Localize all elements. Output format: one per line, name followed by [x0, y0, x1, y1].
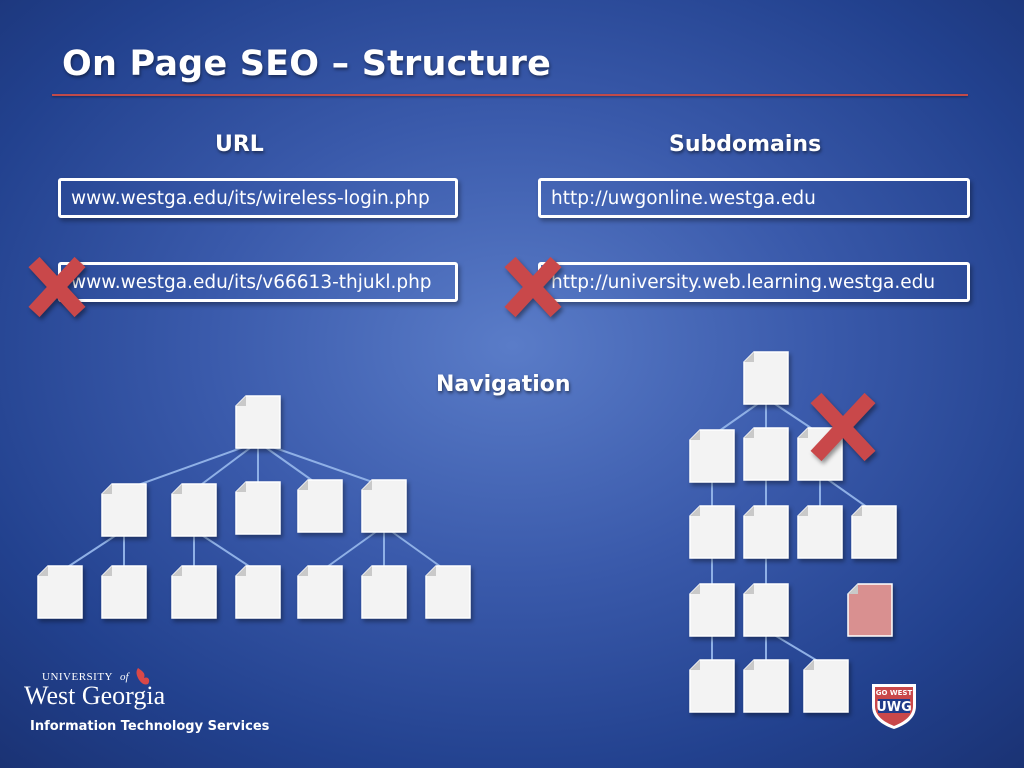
- tree-connector: [193, 441, 259, 491]
- tree-connector: [257, 441, 385, 487]
- page-icon: [361, 479, 407, 533]
- page-icon: [689, 659, 735, 713]
- page-icon: [171, 483, 217, 537]
- page-icon: [743, 659, 789, 713]
- navigation-heading: Navigation: [436, 372, 571, 397]
- uwg-shield-icon: GO WEST UWG: [872, 684, 916, 729]
- page-icon: [803, 659, 849, 713]
- tree-connector: [123, 441, 259, 491]
- page-icon: [743, 583, 789, 637]
- page-icon: [235, 565, 281, 619]
- logo-of-text: of: [120, 671, 131, 683]
- university-logo: UNIVERSITY of West Georgia: [24, 668, 166, 710]
- page-icon: [297, 479, 343, 533]
- url-wrong-x-icon: [28, 256, 86, 318]
- flame-icon: [136, 668, 150, 685]
- title-divider: [52, 94, 968, 96]
- page-icon: [361, 565, 407, 619]
- page-icon: [743, 427, 789, 481]
- page-icon: [689, 583, 735, 637]
- subdomain-good-example: http://uwgonline.westga.edu: [538, 178, 970, 218]
- tree-connector: [319, 525, 385, 573]
- subdomain-wrong-x-icon: [504, 256, 562, 318]
- tree-connector: [193, 529, 259, 573]
- page-icon: [689, 429, 735, 483]
- subdomains-heading: Subdomains: [669, 132, 822, 157]
- tree-connector: [257, 441, 321, 487]
- page-icon: [797, 505, 843, 559]
- page-icon: [235, 395, 281, 449]
- page-icon: [235, 481, 281, 535]
- page-icon: [851, 505, 897, 559]
- page-icon: [689, 505, 735, 559]
- page-icon: [743, 505, 789, 559]
- badge-go-west-text: GO WEST: [876, 689, 913, 697]
- page-icon: [297, 565, 343, 619]
- slide-title: On Page SEO – Structure: [62, 44, 552, 84]
- page-icon: [101, 565, 147, 619]
- page-icon: [171, 565, 217, 619]
- url-good-example: www.westga.edu/its/wireless-login.php: [58, 178, 458, 218]
- navigation-wrong-x-icon: [810, 392, 876, 462]
- tree-connector: [59, 529, 125, 573]
- orphan-page-icon: [847, 583, 893, 637]
- logo-west-georgia-text: West Georgia: [24, 681, 166, 710]
- page-icon: [425, 565, 471, 619]
- url-heading: URL: [215, 132, 264, 157]
- badge-uwg-text: UWG: [876, 700, 912, 715]
- department-name: Information Technology Services: [30, 719, 270, 734]
- tree-connector: [383, 525, 449, 573]
- page-icon: [101, 483, 147, 537]
- logo-university-text: UNIVERSITY: [42, 671, 113, 683]
- page-icon: [743, 351, 789, 405]
- page-icon: [37, 565, 83, 619]
